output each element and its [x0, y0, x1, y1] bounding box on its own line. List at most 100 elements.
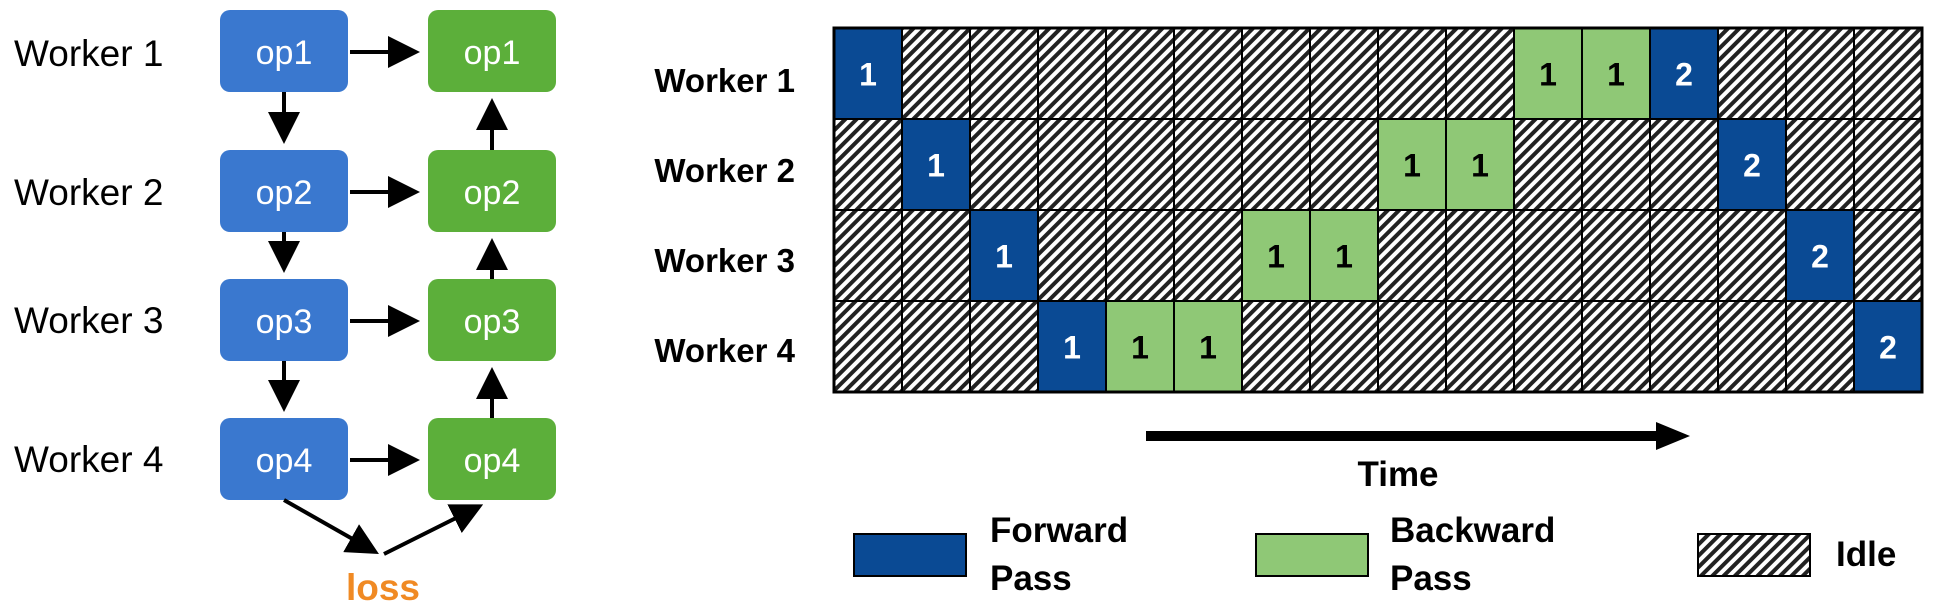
backward-cell — [1105, 300, 1175, 393]
idle-cell — [1649, 118, 1719, 211]
cell-number: 2 — [1879, 330, 1897, 366]
legend-label: Idle — [1836, 535, 1896, 574]
idle-cell — [1037, 27, 1107, 120]
legend-swatch-backward — [1255, 533, 1369, 577]
time-arrow-head — [1656, 422, 1690, 450]
forward-cell — [1037, 300, 1107, 393]
op-label: op3 — [256, 303, 313, 341]
legend-idle: Idle — [1697, 533, 1896, 577]
idle-cell — [969, 300, 1039, 393]
backward-cell — [1309, 209, 1379, 302]
forward-op-box: op1 — [220, 10, 348, 92]
op-label: op3 — [464, 303, 521, 341]
worker-label: Worker 1 — [14, 33, 163, 74]
idle-cell — [1581, 300, 1651, 393]
cell-number: 1 — [1471, 148, 1489, 184]
worker-label: Worker 4 — [14, 439, 163, 480]
idle-cell — [833, 209, 903, 302]
idle-cell — [1853, 118, 1923, 211]
forward-op-box: op2 — [220, 150, 348, 232]
idle-cell — [1581, 118, 1651, 211]
idle-cell — [1445, 27, 1515, 120]
idle-cell — [901, 27, 971, 120]
idle-cell — [833, 118, 903, 211]
op-label: op1 — [256, 34, 313, 72]
backward-op-box: op1 — [428, 10, 556, 92]
idle-cell — [1241, 118, 1311, 211]
grid-row-label: Worker 3 — [654, 242, 795, 279]
legend-label: Pass — [990, 559, 1072, 598]
op-label: op2 — [256, 174, 313, 212]
grid-row-label: Worker 2 — [654, 152, 795, 189]
worker-label: Worker 2 — [14, 172, 163, 213]
legend: Forward Pass Backward Pass Idle — [853, 511, 1896, 598]
idle-cell — [901, 209, 971, 302]
backward-op-box: op4 — [428, 418, 556, 500]
idle-cell — [1037, 118, 1107, 211]
idle-cell — [1445, 300, 1515, 393]
cell-number: 1 — [1199, 330, 1217, 366]
idle-cell — [1445, 209, 1515, 302]
legend-label: Forward — [990, 511, 1128, 550]
idle-cell — [1241, 27, 1311, 120]
op-label: op2 — [464, 174, 521, 212]
idle-cell — [1377, 300, 1447, 393]
backward-cell — [1241, 209, 1311, 302]
idle-cell — [1853, 209, 1923, 302]
idle-cell — [1309, 300, 1379, 393]
idle-cell — [1581, 209, 1651, 302]
idle-cell — [1377, 209, 1447, 302]
grid-row-label: Worker 4 — [654, 332, 795, 369]
idle-cell — [1717, 209, 1787, 302]
forward-cell — [1785, 209, 1855, 302]
idle-cell — [1309, 118, 1379, 211]
time-label: Time — [1357, 455, 1438, 494]
idle-cell — [1785, 300, 1855, 393]
forward-op-box: op3 — [220, 279, 348, 361]
idle-cell — [1105, 209, 1175, 302]
idle-cell — [1513, 209, 1583, 302]
idle-cell — [1717, 300, 1787, 393]
idle-cell — [969, 27, 1039, 120]
cell-number: 1 — [859, 57, 877, 93]
legend-swatch-idle — [1697, 533, 1811, 577]
idle-cell — [1785, 118, 1855, 211]
idle-cell — [1241, 300, 1311, 393]
op-label: op4 — [256, 442, 313, 480]
idle-cell — [1717, 27, 1787, 120]
legend-backward: Backward Pass — [1255, 511, 1555, 598]
idle-cell — [1105, 27, 1175, 120]
flow-arrows — [268, 36, 508, 556]
idle-cell — [1377, 27, 1447, 120]
cell-number: 2 — [1675, 57, 1693, 93]
cell-number: 1 — [995, 239, 1013, 275]
idle-cell — [1309, 27, 1379, 120]
legend-swatch-forward — [853, 533, 967, 577]
left-diagram: Worker 1 Worker 2 Worker 3 Worker 4 op1 … — [14, 10, 556, 608]
op-label: op4 — [464, 442, 521, 480]
idle-cell — [969, 118, 1039, 211]
grid-border — [832, 26, 1924, 394]
loss-label: loss — [346, 567, 420, 608]
legend-label: Pass — [1390, 559, 1472, 598]
idle-cell — [1173, 209, 1243, 302]
backward-op-box: op3 — [428, 279, 556, 361]
cell-number: 1 — [1539, 57, 1557, 93]
legend-forward: Forward Pass — [853, 511, 1128, 598]
idle-cell — [1649, 209, 1719, 302]
idle-cell — [901, 300, 971, 393]
idle-cell — [1105, 118, 1175, 211]
cell-number: 1 — [1267, 239, 1285, 275]
idle-cell — [1513, 118, 1583, 211]
backward-cell — [1173, 300, 1243, 393]
cell-number: 1 — [1607, 57, 1625, 93]
cell-number: 1 — [1403, 148, 1421, 184]
worker-label: Worker 3 — [14, 300, 163, 341]
cell-number: 1 — [1063, 330, 1081, 366]
idle-cell — [1037, 209, 1107, 302]
forward-cell — [1853, 300, 1923, 393]
idle-cell — [1173, 118, 1243, 211]
cell-number: 1 — [927, 148, 945, 184]
